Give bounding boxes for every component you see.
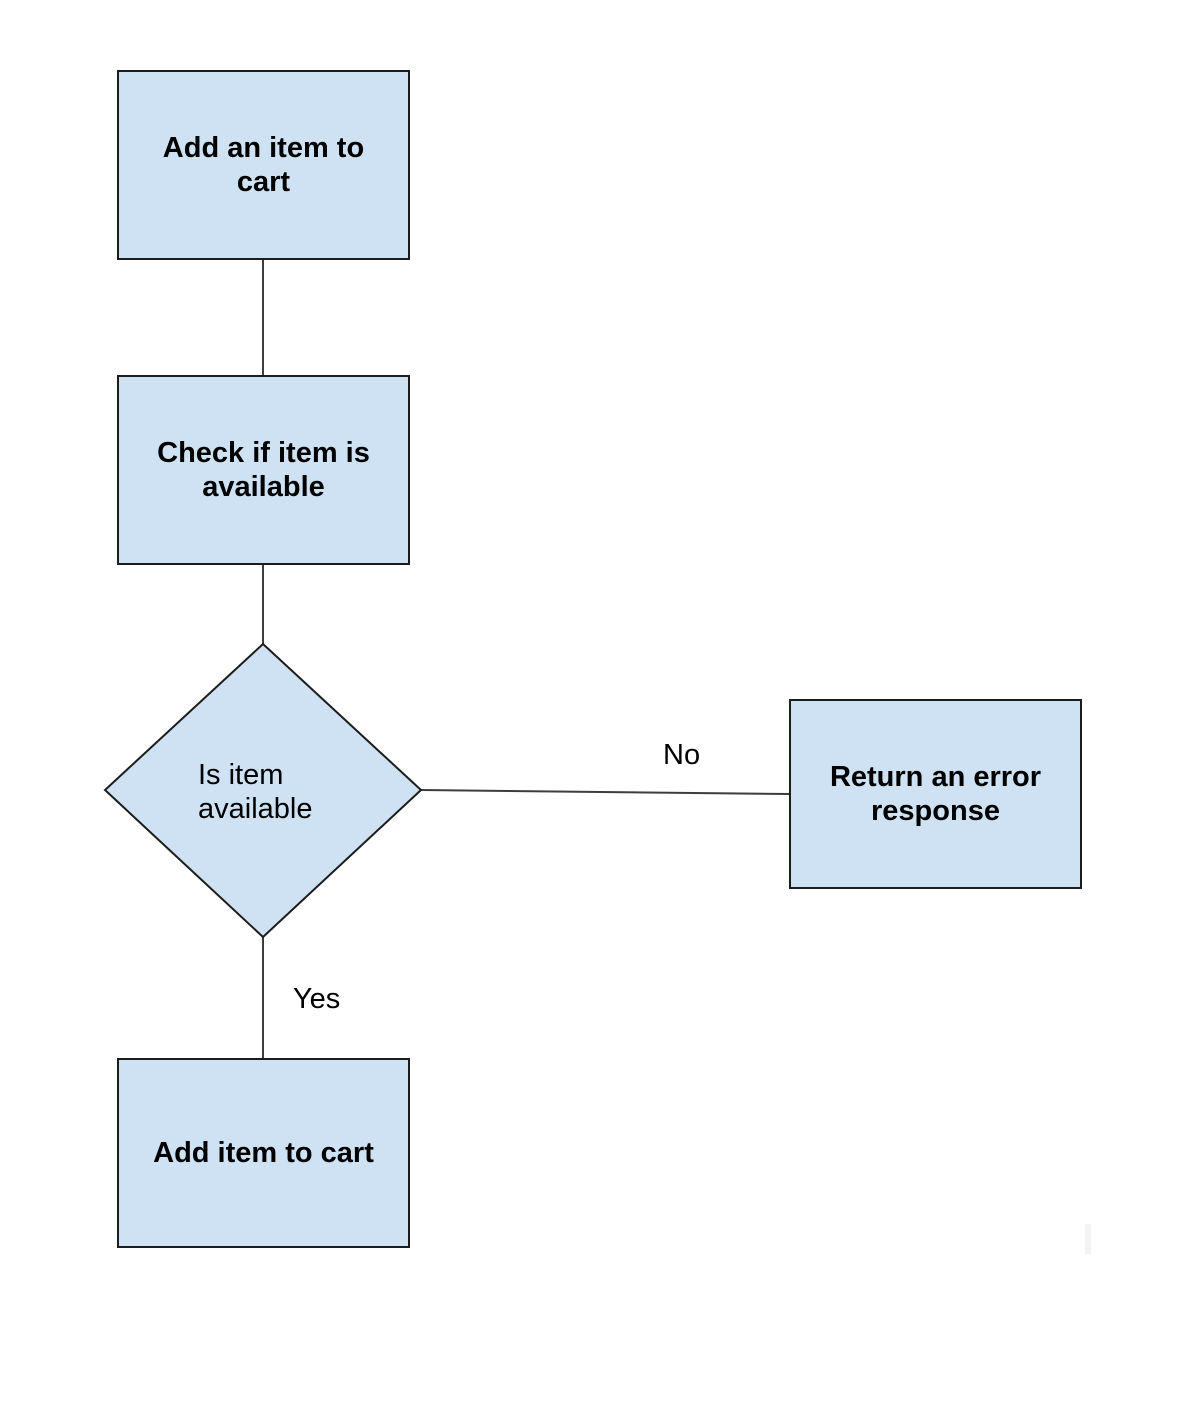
- node-check-if-item-available: Check if item is available: [117, 375, 410, 565]
- decision-diamond-label: Is item available: [198, 759, 313, 825]
- decision-diamond: [103, 642, 423, 939]
- node-add-item-to-cart: Add item to cart: [117, 1058, 410, 1248]
- edge-label-yes: Yes: [293, 983, 341, 1015]
- node-add-an-item-to-cart-label: Add an item to cart: [162, 132, 365, 198]
- edge-decision-to-error: [420, 789, 790, 795]
- node-return-error-response-label: Return an error response: [829, 761, 1042, 827]
- node-add-item-to-cart-label: Add item to cart: [153, 1137, 374, 1169]
- render-artifact: [1085, 1224, 1091, 1254]
- node-add-an-item-to-cart: Add an item to cart: [117, 70, 410, 260]
- node-return-error-response: Return an error response: [789, 699, 1082, 889]
- node-check-if-item-available-label: Check if item is available: [157, 437, 370, 503]
- edge-label-no: No: [663, 739, 701, 771]
